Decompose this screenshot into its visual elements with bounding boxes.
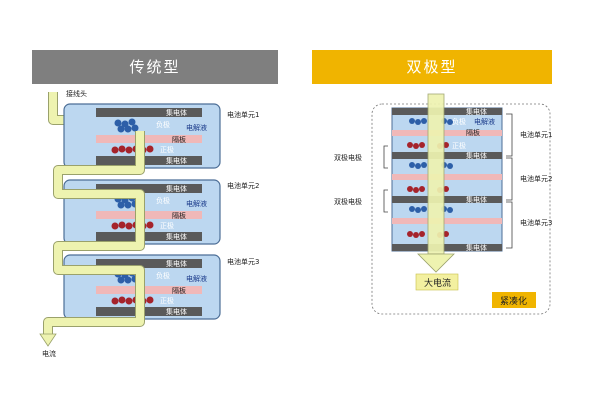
cathode-label: 正极	[160, 145, 174, 154]
cell-1-label: 电池单元1	[227, 110, 259, 119]
cell-brace-1	[506, 113, 513, 157]
current-label: 电流	[42, 349, 56, 358]
bipolar-cell-3-label: 电池单元3	[520, 218, 552, 227]
collector-bottom-label: 集电体	[166, 232, 187, 241]
collector-label-2: 集电体	[466, 151, 487, 160]
cathode-label: 正极	[452, 141, 466, 150]
compact-frame	[371, 103, 551, 315]
collector-bottom-label: 集电体	[166, 307, 187, 316]
bipolar-electrode-brace-1	[383, 145, 388, 169]
separator-label: 隔板	[172, 135, 186, 144]
big-current-arrow	[417, 93, 455, 273]
separator-label: 隔板	[466, 128, 480, 137]
collector-label: 集电体	[466, 107, 487, 116]
bipolar-electrode-label-2: 双极电极	[334, 197, 362, 206]
compact-box	[492, 292, 536, 308]
collector-top-label: 集电体	[166, 259, 187, 268]
connector-label: 接线头	[66, 89, 87, 98]
separator-label: 隔板	[172, 211, 186, 220]
traditional-cell-1: 集电体 负极 电解液 隔板 正极 集电体	[63, 103, 221, 169]
bipolar-stack	[391, 107, 503, 252]
collector-top-label: 集电体	[166, 108, 187, 117]
big-current-box	[415, 273, 459, 291]
bipolar-cell-1-label: 电池单元1	[520, 130, 552, 139]
electrolyte-label: 电解液	[186, 274, 207, 283]
collector-label-3: 集电体	[466, 195, 487, 204]
anode-label: 负极	[156, 271, 170, 280]
electrolyte-label: 电解液	[186, 199, 207, 208]
collector-top-label: 集电体	[166, 184, 187, 193]
electrolyte-label: 电解液	[186, 123, 207, 132]
cathode-label: 正极	[160, 296, 174, 305]
traditional-header: 传统型	[32, 50, 278, 84]
separator-label: 隔板	[172, 286, 186, 295]
cathode-label: 正极	[160, 221, 174, 230]
bipolar-header: 双极型	[312, 50, 552, 84]
compact-label: 紧凑化	[500, 295, 527, 307]
anode-label: 负极	[452, 117, 466, 126]
cell-2-label: 电池单元2	[227, 181, 259, 190]
bipolar-electrode-brace-2	[383, 189, 388, 213]
anode-particles	[114, 118, 139, 133]
cell-3-label: 电池单元3	[227, 257, 259, 266]
collector-bottom-label: 集电体	[166, 156, 187, 165]
bipolar-electrode-label-1: 双极电极	[334, 153, 362, 162]
electrolyte-label: 电解液	[474, 117, 495, 126]
current-arrow-head	[39, 333, 57, 347]
anode-label: 负极	[156, 196, 170, 205]
collector-label-4: 集电体	[466, 243, 487, 252]
anode-label: 负极	[156, 120, 170, 129]
cell-brace-2	[506, 157, 513, 201]
traditional-current-path	[43, 131, 145, 336]
big-current-label: 大电流	[424, 277, 451, 289]
bipolar-cell-2-label: 电池单元2	[520, 174, 552, 183]
cell-brace-3	[506, 201, 513, 249]
